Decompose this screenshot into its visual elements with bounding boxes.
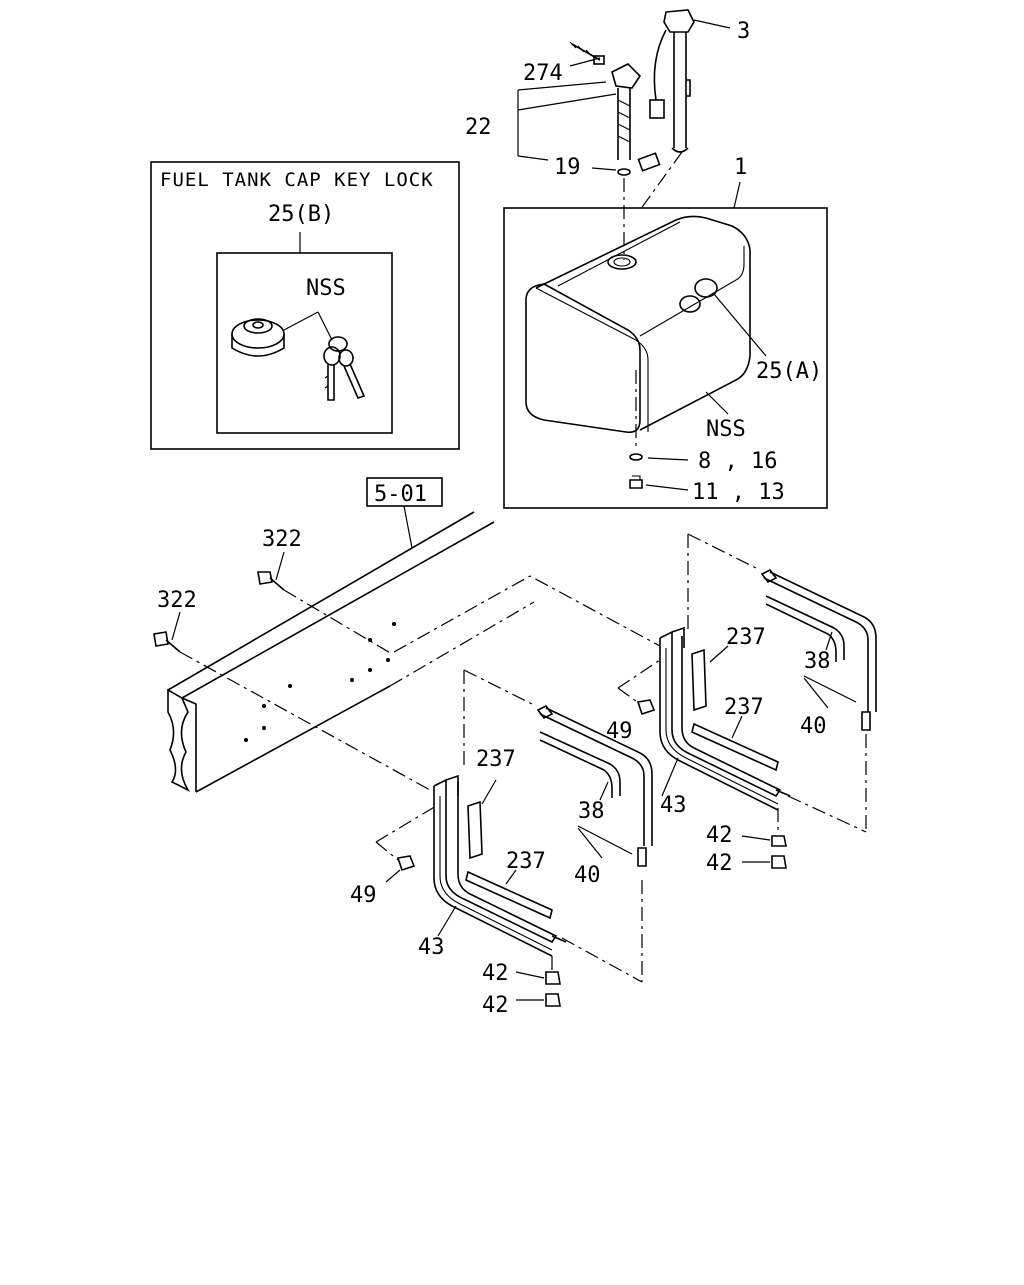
bolt-322-top-icon	[257, 571, 285, 591]
nut-42-left-a-icon	[545, 971, 561, 985]
label-1: 1	[734, 155, 747, 180]
label-43-left: 43	[418, 935, 445, 960]
connector-icon	[649, 99, 665, 119]
cap-25a-icon	[694, 278, 718, 298]
sender-unit-head-icon	[663, 9, 695, 33]
frame-rail-group: 5-01 322	[153, 477, 661, 793]
pad-237-lower-right-icon	[691, 722, 779, 772]
label-42-right-a: 42	[706, 823, 733, 848]
label-40-right: 40	[800, 714, 827, 739]
label-237-lower-left: 237	[506, 849, 546, 874]
gasket-19-icon	[617, 168, 631, 176]
strap-38-left-icon	[536, 704, 653, 846]
bracket-assembly-left: 38 40 237 237 43 49 42 42	[350, 669, 653, 1018]
label-43-right: 43	[660, 793, 687, 818]
label-8-16: 8 , 16	[698, 449, 777, 474]
bracket-assembly-right: 38 40 237 237 43 49 42 42	[606, 533, 877, 876]
label-42-right-b: 42	[706, 851, 733, 876]
label-3: 3	[737, 19, 750, 44]
label-22: 22	[465, 115, 492, 140]
pad-237-lower-left-icon	[465, 870, 553, 920]
filler-neck-icon	[611, 63, 642, 89]
label-237-upper-left: 237	[476, 747, 516, 772]
label-40-left: 40	[574, 863, 601, 888]
label-38-left: 38	[578, 799, 605, 824]
inset-fuel-tank-cap-key-lock: FUEL TANK CAP KEY LOCK 25(B) NSS	[150, 161, 460, 450]
inset-label-nss: NSS	[306, 276, 346, 301]
inset-outer-frame	[150, 161, 460, 450]
bracket-43-left-icon	[433, 774, 567, 957]
pad-237-upper-left-icon	[467, 800, 483, 860]
fuel-cap-icon	[231, 311, 319, 357]
inset-inner-frame	[216, 252, 393, 434]
label-322-left: 322	[157, 588, 197, 613]
nut-42-right-a-icon	[771, 835, 787, 847]
pad-237-upper-right-icon	[691, 648, 707, 712]
label-11-13: 11 , 13	[692, 480, 785, 505]
label-49-left: 49	[350, 883, 377, 908]
label-25a: 25(A)	[756, 359, 822, 384]
label-42-left-a: 42	[482, 961, 509, 986]
nut-42-left-b-icon	[545, 993, 561, 1007]
label-49-right: 49	[606, 719, 633, 744]
drain-plug-icon	[629, 479, 643, 489]
fuel-sender-assembly: 3 274 22 19	[465, 9, 750, 260]
bolt-322-left-icon	[153, 631, 181, 653]
label-19: 19	[554, 155, 581, 180]
label-322-top: 322	[262, 527, 302, 552]
fuel-tank-icon	[525, 215, 751, 434]
strap-38-right-icon	[760, 568, 877, 712]
label-42-left-b: 42	[482, 993, 509, 1018]
nut-49-right-icon	[636, 699, 656, 716]
frame-rail-icon	[167, 511, 661, 793]
filler-opening-icon	[607, 254, 637, 270]
tank-box-frame	[503, 207, 828, 509]
nut-49-left-icon	[396, 855, 416, 872]
label-237-lower-right: 237	[724, 695, 764, 720]
inset-title: FUEL TANK CAP KEY LOCK	[160, 169, 434, 191]
label-5-01: 5-01	[374, 482, 427, 507]
label-nss: NSS	[706, 417, 746, 442]
label-38-right: 38	[804, 649, 831, 674]
label-237-upper-right: 237	[726, 625, 766, 650]
nut-42-right-b-icon	[771, 855, 787, 869]
washer-icon	[629, 453, 643, 461]
bracket-43-right-icon	[659, 626, 791, 811]
fuel-tank-group: 1 25(A) NSS 8 , 16 11 , 13	[503, 155, 828, 509]
label-25b: 25(B)	[268, 202, 334, 227]
keys-icon	[317, 311, 366, 401]
label-274: 274	[523, 61, 563, 86]
